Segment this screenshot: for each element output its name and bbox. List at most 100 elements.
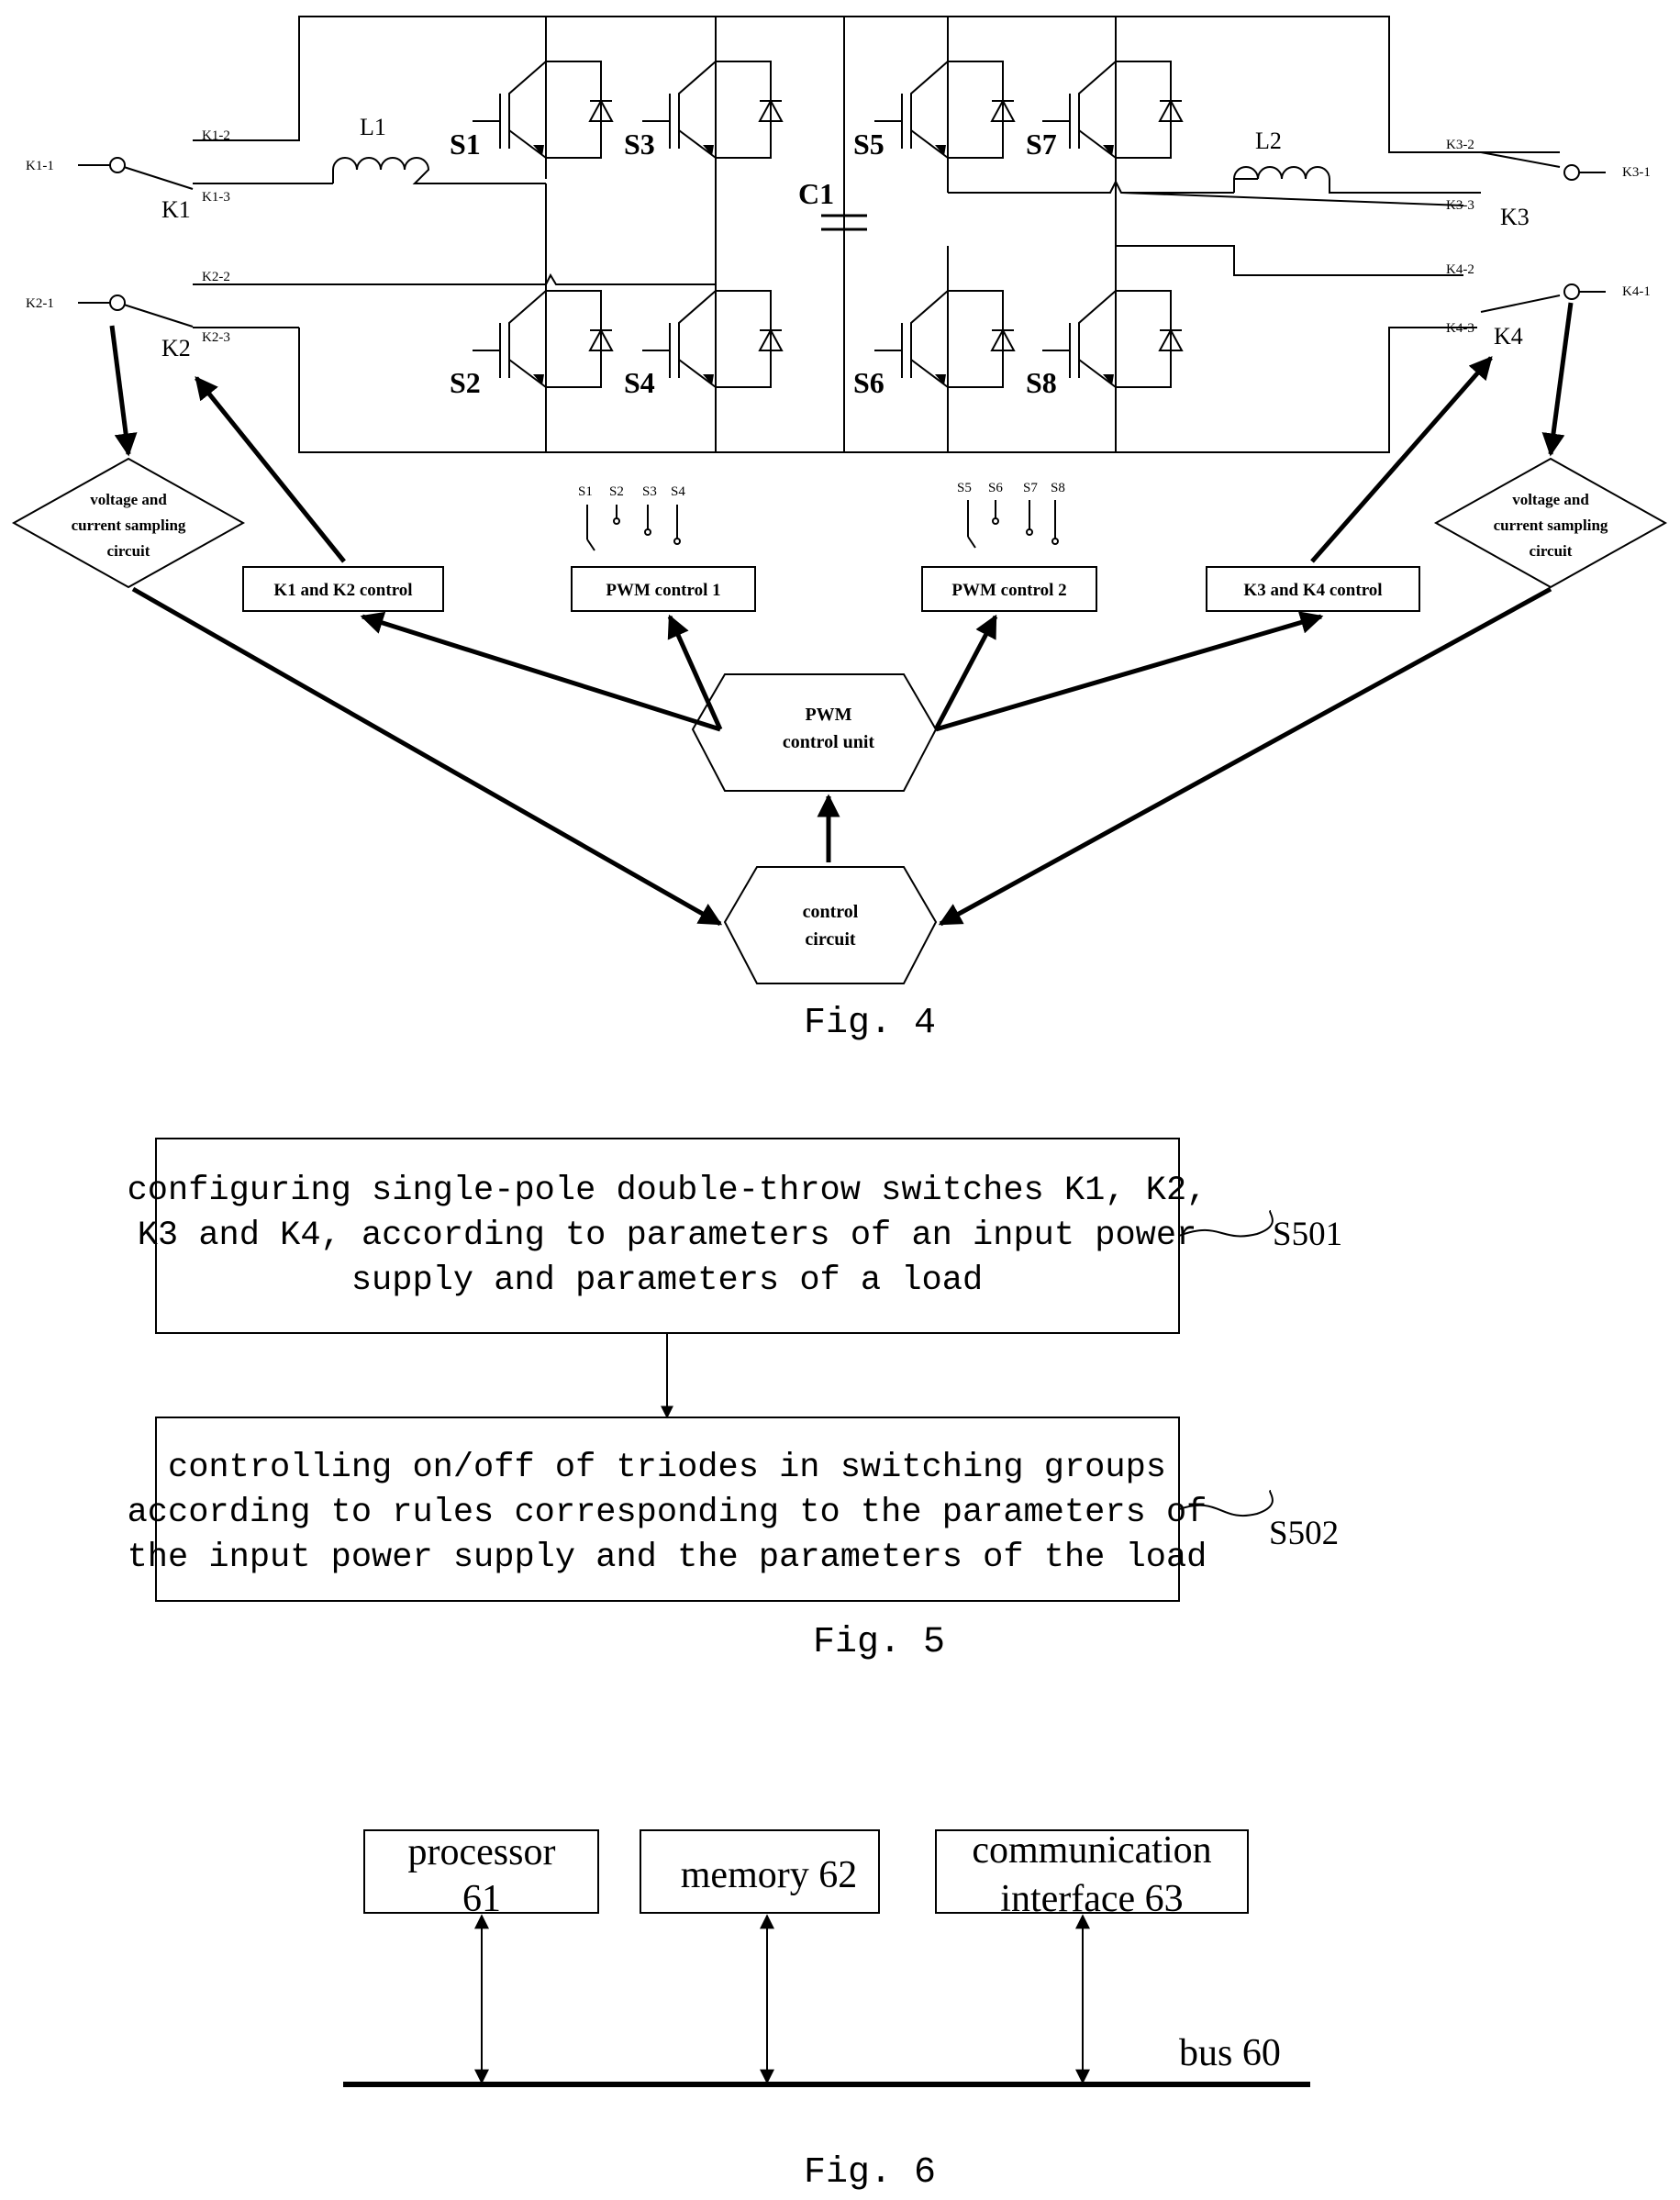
capacitor-c1: C1 — [798, 17, 867, 229]
memory-label: memory 62 — [681, 1854, 857, 1896]
k4-1-label: K4-1 — [1622, 284, 1651, 299]
switch-s1: S1 — [450, 17, 612, 179]
step-s502-line2: according to rules corresponding to the … — [128, 1494, 1207, 1532]
k1-k2-control-label: K1 and K2 control — [273, 581, 412, 600]
inductor-l2: L2 — [1234, 128, 1481, 193]
k4-2-label: K4-2 — [1446, 262, 1474, 277]
k1-label: K1 — [161, 196, 191, 223]
sampling-right-line1: voltage and — [1512, 491, 1589, 508]
figure-6: processor 61 memory 62 communication int… — [343, 1829, 1310, 2194]
step-s502-line3: the input power supply and the parameter… — [128, 1539, 1207, 1577]
processor-line1: processor — [408, 1831, 556, 1873]
switch-label-s5: S5 — [853, 128, 885, 161]
k1-2-label: K1-2 — [202, 128, 230, 143]
pwm-control-2-label: PWM control 2 — [951, 581, 1066, 600]
sampling-left-line1: voltage and — [90, 491, 167, 508]
k2-label: K2 — [161, 335, 191, 361]
switch-s8: S8 — [1026, 193, 1182, 452]
k3-label: K3 — [1500, 204, 1530, 230]
step-s501-line3: supply and parameters of a load — [351, 1261, 983, 1300]
memory-box: memory 62 — [640, 1830, 879, 1913]
control-circuit-line2: circuit — [805, 929, 856, 950]
bus-label: bus 60 — [1179, 2032, 1281, 2074]
pwm1-pin-s3: S3 — [642, 484, 657, 499]
pwm2-pins: S5 S6 S7 S8 — [957, 481, 1065, 548]
relay-k4: K4-1 K4-2 K4-3 K4 — [1446, 262, 1651, 350]
pwm-unit-line2: control unit — [783, 732, 875, 752]
k4-3-label: K4-3 — [1446, 321, 1474, 336]
switch-s3: S3 — [624, 17, 782, 275]
pwm-control-1-label: PWM control 1 — [606, 581, 720, 600]
switch-label-s8: S8 — [1026, 366, 1057, 399]
k1-k2-control-box: K1 and K2 control — [243, 567, 443, 611]
sampling-left-line2: current sampling — [72, 517, 186, 534]
sampling-circuit-right: voltage and current sampling circuit — [1436, 459, 1665, 587]
step-s501-label: S501 — [1273, 1216, 1342, 1253]
switch-label-s3: S3 — [624, 128, 655, 161]
step-s502-line1: controlling on/off of triodes in switchi… — [168, 1449, 1166, 1487]
c1-label: C1 — [798, 177, 834, 210]
pwm-control-1-box: PWM control 1 — [572, 567, 755, 611]
k3-2-label: K3-2 — [1446, 138, 1474, 152]
control-arrows — [112, 303, 1571, 924]
k2-1-label: K2-1 — [26, 296, 54, 311]
fig5-caption: Fig. 5 — [813, 1622, 945, 1663]
k1-3-label: K1-3 — [202, 190, 230, 205]
processor-line2: 61 — [462, 1878, 501, 1920]
figure-5: configuring single-pole double-throw swi… — [128, 1139, 1342, 1663]
sampling-circuit-left: voltage and current sampling circuit — [14, 459, 243, 587]
switch-label-s2: S2 — [450, 366, 481, 399]
pwm2-pin-s8: S8 — [1051, 481, 1065, 495]
sampling-left-line3: circuit — [107, 542, 150, 560]
igbt-switches: S1S2 S3S4 S5S6 S7S8 — [450, 17, 1182, 452]
pwm1-pins: S1 S2 S3 S4 — [578, 484, 685, 550]
communication-interface-box: communication interface 63 — [936, 1829, 1248, 1920]
l2-label: L2 — [1255, 128, 1282, 154]
switch-s4: S4 — [624, 275, 782, 452]
pwm1-pin-s1: S1 — [578, 484, 593, 499]
switch-s2: S2 — [450, 273, 612, 452]
processor-box: processor 61 — [364, 1830, 598, 1920]
figure-4: K1-1 K1-2 K1-3 K1 L1 K2-1 K2-2 K2-3 K2 S… — [14, 17, 1665, 1044]
switch-label-s7: S7 — [1026, 128, 1057, 161]
control-circuit-line1: control — [803, 902, 859, 922]
k4-label: K4 — [1494, 323, 1523, 350]
step-s502-label: S502 — [1269, 1515, 1339, 1552]
k3-1-label: K3-1 — [1622, 165, 1651, 180]
comm-line1: communication — [972, 1829, 1211, 1872]
l1-label: L1 — [360, 114, 386, 140]
pwm2-pin-s5: S5 — [957, 481, 972, 495]
control-circuit: control circuit — [725, 867, 936, 983]
comm-line2: interface 63 — [1000, 1878, 1183, 1920]
k3-k4-control-label: K3 and K4 control — [1243, 581, 1382, 600]
relay-k1: K1-1 K1-2 K1-3 K1 — [26, 128, 333, 223]
sampling-right-line3: circuit — [1530, 542, 1573, 560]
step-s502-box: controlling on/off of triodes in switchi… — [128, 1417, 1207, 1601]
fig6-caption: Fig. 6 — [804, 2152, 936, 2194]
pwm-control-2-box: PWM control 2 — [922, 567, 1096, 611]
step-s501-line2: K3 and K4, according to parameters of an… — [138, 1217, 1197, 1255]
pwm2-pin-s6: S6 — [988, 481, 1003, 495]
inductor-l1: L1 — [333, 114, 546, 183]
k2-2-label: K2-2 — [202, 270, 230, 284]
switch-label-s4: S4 — [624, 366, 655, 399]
switch-s6: S6 — [853, 246, 1014, 452]
pwm1-pin-s4: S4 — [671, 484, 685, 499]
sampling-right-line2: current sampling — [1494, 517, 1608, 534]
k3-3-label: K3-3 — [1446, 198, 1474, 213]
step-s501-box: configuring single-pole double-throw swi… — [128, 1139, 1207, 1333]
pwm1-pin-s2: S2 — [609, 484, 624, 499]
k3-k4-control-box: K3 and K4 control — [1207, 567, 1419, 611]
k1-1-label: K1-1 — [26, 159, 54, 173]
switch-label-s1: S1 — [450, 128, 481, 161]
switch-s7: S7 — [1026, 17, 1182, 246]
pwm-unit-line1: PWM — [805, 705, 851, 725]
switch-label-s6: S6 — [853, 366, 885, 399]
pwm-control-unit: PWM control unit — [693, 674, 936, 791]
fig4-caption: Fig. 4 — [804, 1003, 936, 1044]
step-s501-line1: configuring single-pole double-throw swi… — [128, 1172, 1207, 1210]
k2-3-label: K2-3 — [202, 330, 230, 345]
switch-s5: S5 — [853, 17, 1014, 193]
pwm2-pin-s7: S7 — [1023, 481, 1038, 495]
